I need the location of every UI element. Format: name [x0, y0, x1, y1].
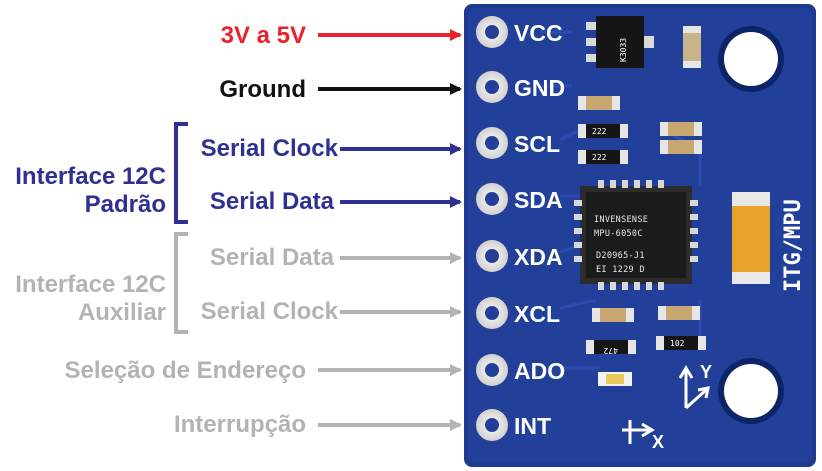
resistor-a-marking: 222 [592, 127, 607, 136]
pin-label-ado: ADO [514, 358, 565, 384]
chip-text-lot: D20965-J1 [596, 251, 645, 261]
pin-label-int: INT [514, 413, 551, 439]
aux-group-bracket [174, 232, 188, 334]
pin-label-sda: SDA [514, 187, 563, 213]
chip-text-model: MPU-6050C [594, 229, 643, 239]
pin-labels: VCC GND SCL SDA XDA XCL ADO INT [514, 20, 565, 439]
label-address-select: Seleção de Endereço [65, 357, 306, 384]
group-primary-line1: Interface 12C [15, 163, 166, 190]
regulator-marking: K3033 [619, 38, 628, 62]
pin-label-xcl: XCL [514, 301, 560, 327]
resistor-c-marking: 472 [603, 346, 618, 355]
chip-text-date: EI 1229 D [596, 265, 645, 275]
tantalum-capacitor [732, 192, 770, 284]
label-aux-serial-data: Serial Data [210, 244, 335, 271]
pin-pads [476, 16, 508, 441]
pin-label-vcc: VCC [514, 20, 563, 46]
label-power: 3V a 5V [221, 22, 306, 49]
mpu6050-chip: INVENSENSE MPU-6050C D20965-J1 EI 1229 D [574, 180, 698, 290]
label-interrupt: Interrupção [174, 411, 306, 438]
resistor-d-marking: 102 [670, 339, 685, 348]
group-aux-line2: Auxiliar [78, 299, 166, 326]
group-primary-line2: Padrão [85, 191, 166, 218]
primary-group-bracket [174, 122, 188, 224]
group-aux-line1: Interface 12C [15, 271, 166, 298]
voltage-regulator: K3033 [586, 16, 654, 68]
label-serial-clock: Serial Clock [201, 135, 339, 162]
gy521-board: VCC GND SCL SDA XDA XCL ADO INT K3033 [464, 4, 816, 467]
label-ground: Ground [219, 76, 306, 103]
pin-label-gnd: GND [514, 75, 565, 101]
chip-text-brand: INVENSENSE [594, 215, 648, 225]
connection-arrows [318, 29, 462, 431]
axis-indicator-icon [622, 365, 710, 444]
axis-y-label: Y [700, 362, 712, 382]
board-model-label: ITG/MPU [781, 199, 806, 292]
label-aux-serial-clock: Serial Clock [201, 298, 339, 325]
label-serial-data: Serial Data [210, 188, 335, 215]
smd-components: 222 222 472 102 [578, 96, 706, 386]
resistor-b-marking: 222 [592, 153, 607, 162]
pin-label-xda: XDA [514, 244, 563, 270]
pin-label-scl: SCL [514, 131, 560, 157]
axis-x-label: X [652, 432, 664, 452]
